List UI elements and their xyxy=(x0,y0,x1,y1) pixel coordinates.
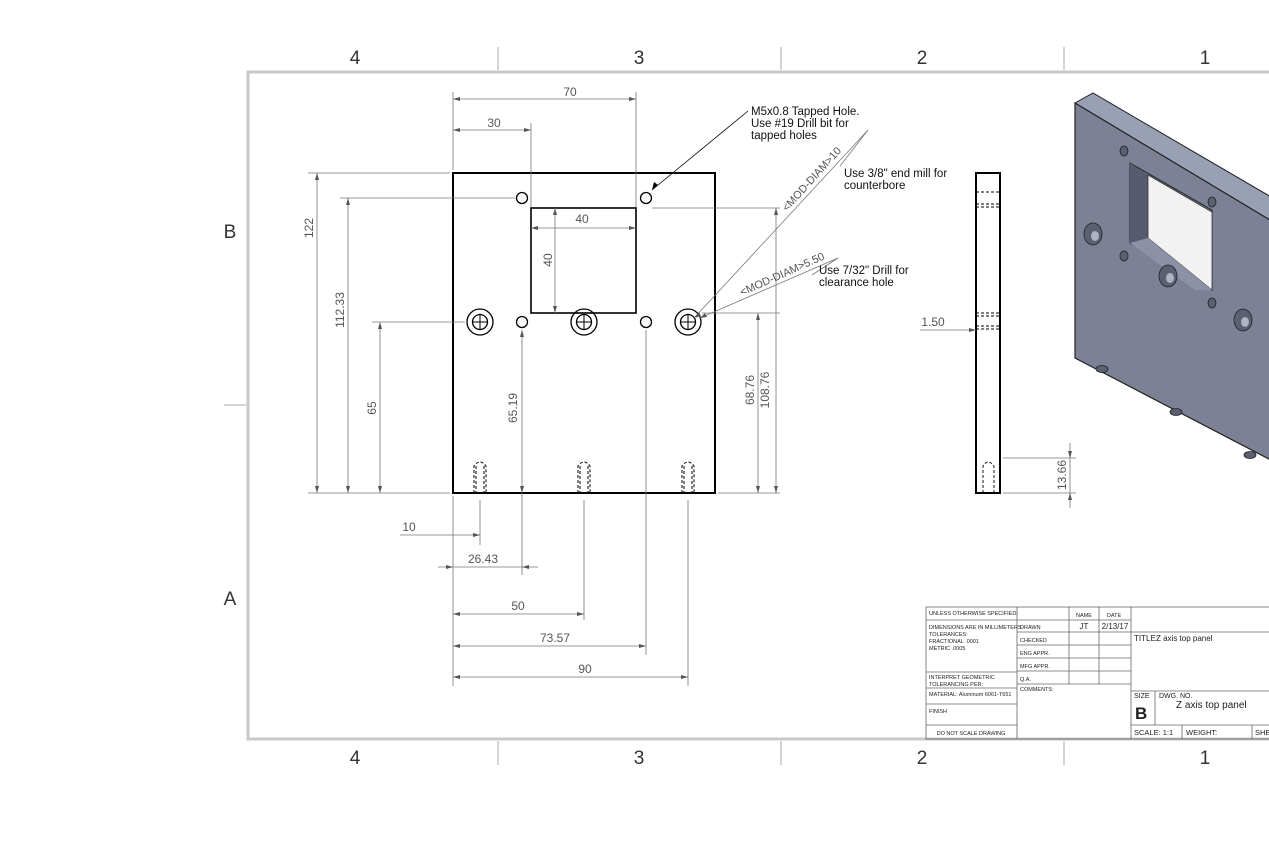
dim-40-height: 40 xyxy=(541,253,555,267)
tb-fractional: FRACTIONAL .0001 xyxy=(929,639,979,645)
note-counterbore-2: counterbore xyxy=(844,180,905,192)
zone-col-2-bottom: 2 xyxy=(917,748,928,769)
tb-qa: Q.A. xyxy=(1020,677,1031,683)
note-tapped-2: Use #19 Drill bit for xyxy=(751,118,849,130)
counterbore-hole xyxy=(674,308,702,336)
tb-dwg-no-value: Z axis top panel xyxy=(1176,700,1247,711)
tb-size-label: SIZE xyxy=(1134,693,1150,700)
tb-dwg-no-label: DWG. NO. xyxy=(1159,693,1192,700)
dim-68-76: 68.76 xyxy=(743,375,757,405)
tb-comments: COMMENTS: xyxy=(1020,687,1054,693)
zone-row-a: A xyxy=(224,589,237,610)
tb-eng-appr: ENG APPR. xyxy=(1020,651,1050,657)
tb-name-header: NAME xyxy=(1076,613,1092,619)
hole-notes: M5x0.8 Tapped Hole. Use #19 Drill bit fo… xyxy=(751,106,947,289)
tb-interpret: INTERPRET GEOMETRIC xyxy=(929,675,995,681)
dim-65: 65 xyxy=(365,401,379,415)
dimension-arrowheads xyxy=(315,97,778,679)
tb-tolerancing: TOLERANCING PER: xyxy=(929,682,983,688)
dim-90: 90 xyxy=(578,662,592,676)
dim-mod-diam-10: <MOD-DIAM>10 xyxy=(780,145,844,214)
zone-col-4-bottom: 4 xyxy=(350,748,361,769)
sheet-border xyxy=(224,47,1269,765)
zone-col-2-top: 2 xyxy=(917,48,928,69)
tb-title-label: TITLE: xyxy=(1134,634,1158,643)
tb-drawn-name: JT xyxy=(1080,622,1089,631)
tb-weight: WEIGHT: xyxy=(1186,728,1217,737)
zone-col-4-top: 4 xyxy=(350,48,361,69)
tb-sheet: SHEET xyxy=(1255,728,1269,737)
dim-65-19: 65.19 xyxy=(506,393,520,423)
tb-mfg-appr: MFG APPR. xyxy=(1020,664,1050,670)
tb-checked: CHECKED xyxy=(1020,638,1047,644)
dim-40-width: 40 xyxy=(575,212,589,226)
window-cutout xyxy=(530,207,637,314)
tb-scale: SCALE: 1:1 xyxy=(1134,728,1173,737)
front-view xyxy=(452,172,716,494)
tb-title-value: Z axis top panel xyxy=(1156,634,1213,643)
tb-dims-in: DIMENSIONS ARE IN MILLIMETERS xyxy=(929,625,1022,631)
dim-122: 122 xyxy=(302,218,316,238)
front-dimensions xyxy=(308,92,869,686)
dim-112-33: 112.33 xyxy=(333,292,347,328)
tb-material: MATERIAL: Aluminum 6061-T651 xyxy=(929,692,1011,698)
tb-unless: UNLESS OTHERWISE SPECIFIED: xyxy=(929,611,1018,617)
hidden-bottom-holes xyxy=(473,461,695,493)
tb-size-value: B xyxy=(1135,704,1147,723)
dim-108-76: 108.76 xyxy=(758,371,772,408)
plate-outline xyxy=(452,172,716,494)
tapped-hole xyxy=(639,315,653,329)
tb-tolerances: TOLERANCES: xyxy=(929,632,968,638)
zone-row-b: B xyxy=(224,222,237,243)
note-tapped-1: M5x0.8 Tapped Hole. xyxy=(751,106,859,118)
tb-metric: METRIC .0005 xyxy=(929,646,965,652)
dim-10: 10 xyxy=(402,520,416,534)
tb-drawn: DRAWN xyxy=(1020,625,1041,631)
zone-col-1-top: 1 xyxy=(1200,48,1211,69)
tapped-hole xyxy=(515,315,529,329)
tapped-hole xyxy=(639,191,653,205)
tb-drawn-date: 2/13/17 xyxy=(1102,622,1129,631)
tapped-hole xyxy=(515,191,529,205)
dim-1-50: 1.50 xyxy=(921,315,945,329)
zone-col-1-bottom: 1 xyxy=(1200,748,1211,769)
note-tapped-3: tapped holes xyxy=(751,130,817,142)
tb-date-header: DATE xyxy=(1107,613,1122,619)
side-view: 1.50 13.66 xyxy=(920,172,1076,508)
tb-do-not-scale: DO NOT SCALE DRAWING xyxy=(937,731,1006,737)
note-clearance-2: clearance hole xyxy=(819,277,894,289)
dim-70: 70 xyxy=(563,85,577,99)
dim-13-66: 13.66 xyxy=(1055,460,1069,490)
note-clearance-1: Use 7/32" Drill for xyxy=(819,265,909,277)
dim-73-57: 73.57 xyxy=(540,631,570,645)
note-counterbore-1: Use 3/8" end mill for xyxy=(844,168,947,180)
dim-26-43: 26.43 xyxy=(468,552,498,566)
tb-finish: FINISH xyxy=(929,709,947,715)
dim-50: 50 xyxy=(511,599,525,613)
dim-30: 30 xyxy=(487,116,501,130)
counterbore-hole xyxy=(466,308,494,336)
zone-col-3-bottom: 3 xyxy=(634,748,645,769)
counterbore-hole xyxy=(570,308,598,336)
isometric-view xyxy=(1074,92,1269,460)
zone-col-3-top: 3 xyxy=(634,48,645,69)
dim-mod-diam-5-50: <MOD-DIAM>5.50 xyxy=(738,251,826,299)
title-block: UNLESS OTHERWISE SPECIFIED: DIMENSIONS A… xyxy=(925,606,1269,740)
